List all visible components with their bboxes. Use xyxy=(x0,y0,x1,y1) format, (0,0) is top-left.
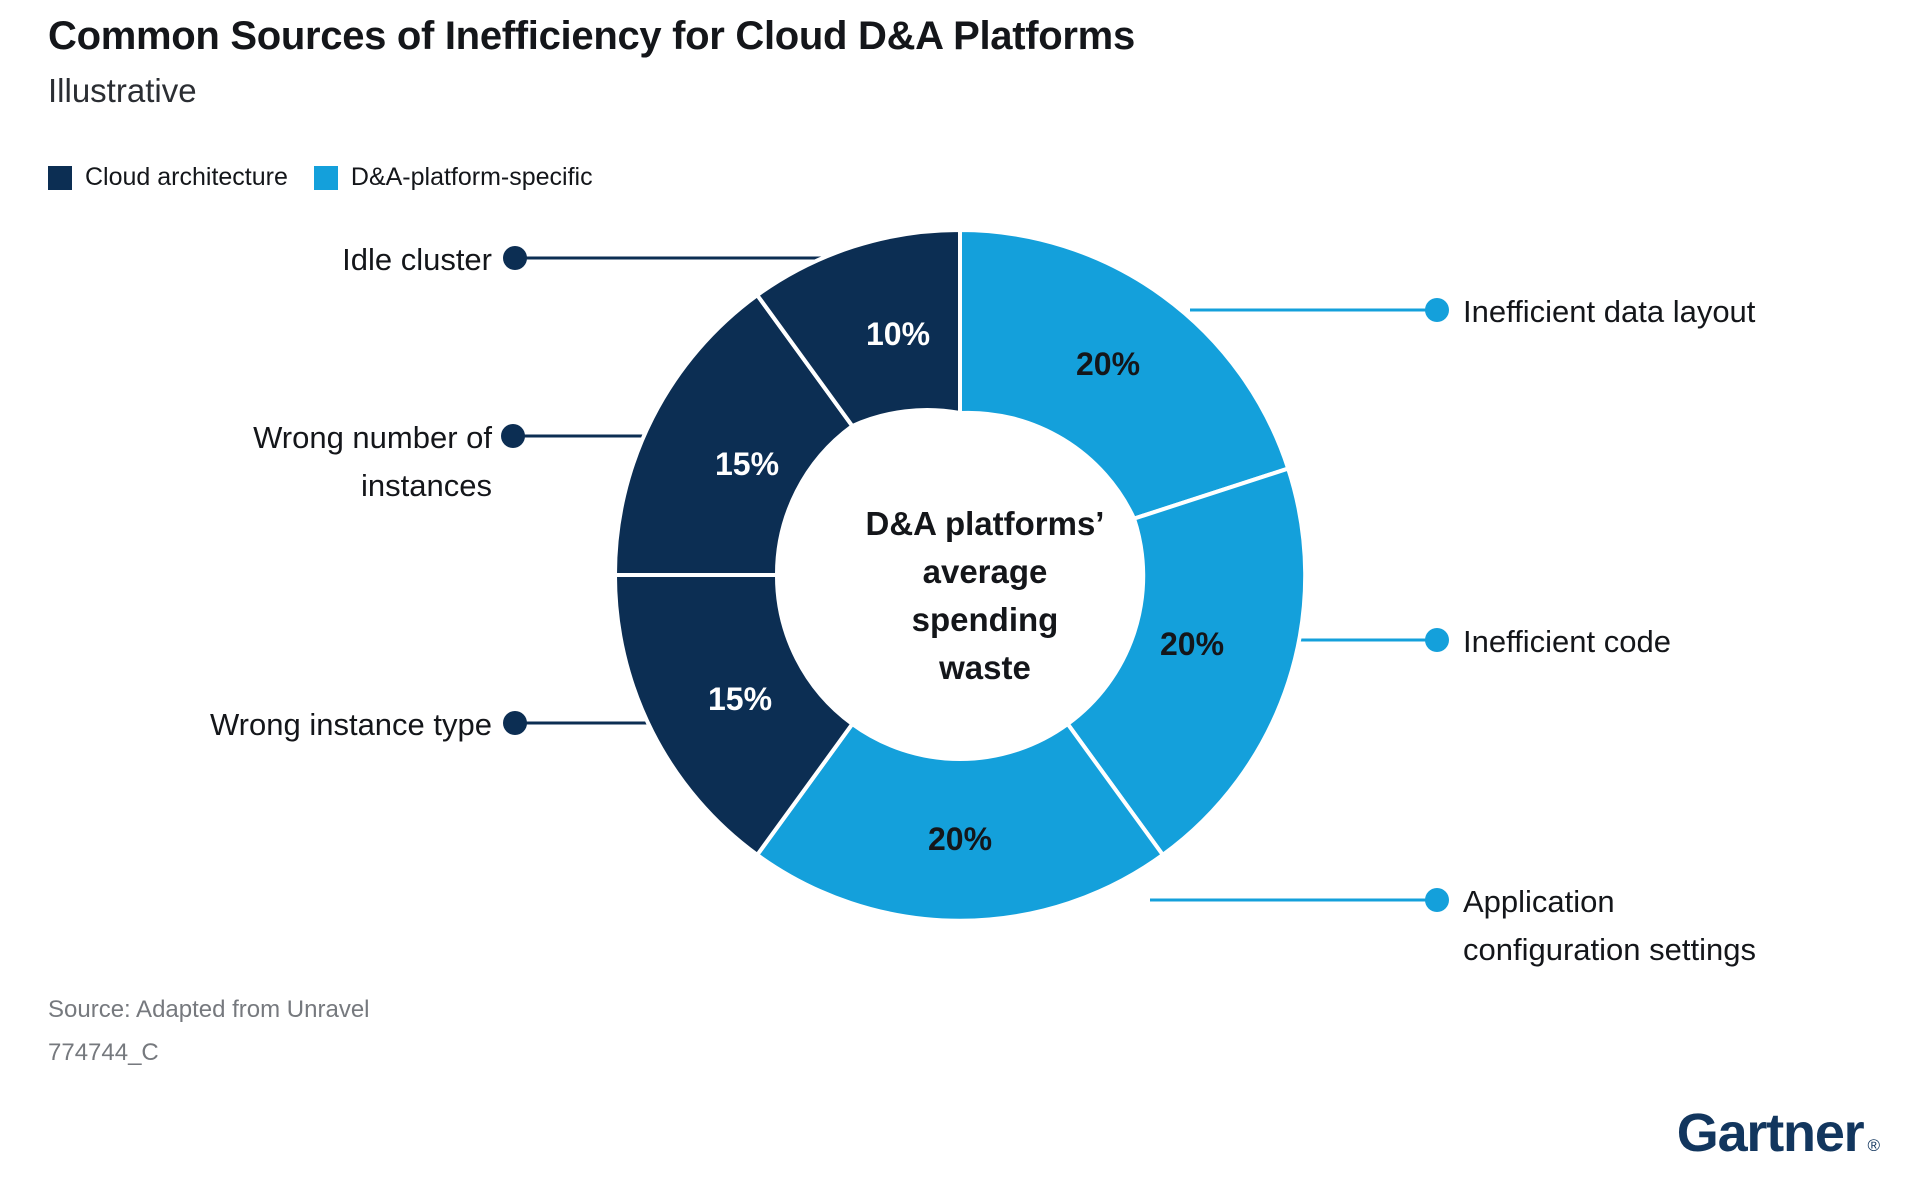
leader-dot-inefficient-code xyxy=(1425,628,1449,652)
leader-dot-inefficient-data-layout xyxy=(1425,298,1449,322)
slice-value-inefficient-code: 20% xyxy=(1160,626,1224,662)
center-label-line-2: average xyxy=(923,553,1048,590)
legend-swatch-icon xyxy=(48,165,72,190)
donut-slice-idle-cluster[interactable] xyxy=(754,227,962,429)
callout-label-idle-cluster: Idle cluster xyxy=(342,242,492,277)
page-subtitle: Illustrative xyxy=(48,72,197,109)
center-label-line-1: D&A platforms’ xyxy=(866,505,1105,542)
donut-slice-inefficient-data-layout[interactable] xyxy=(958,227,1291,522)
leader-dot-wrong-instance-type xyxy=(503,711,527,735)
slice-value-application-configuration-settings: 20% xyxy=(928,821,992,857)
slice-value-wrong-instance-type: 15% xyxy=(708,681,772,717)
gartner-wordmark: Gartner xyxy=(1676,1103,1865,1163)
slice-value-wrong-number-of-instances: 15% xyxy=(715,446,779,482)
legend-swatch-icon xyxy=(313,165,338,190)
leader-dot-wrong-number-of-instances xyxy=(501,424,525,448)
legend-item-cloud-architecture[interactable]: Cloud architecture xyxy=(48,163,288,192)
figure-id: 774744_C xyxy=(48,1039,159,1066)
gartner-logo: Gartner ® xyxy=(1677,1106,1880,1160)
donut-slices xyxy=(612,227,1308,923)
legend-item-da-platform-specific[interactable]: D&A-platform-specific xyxy=(313,163,593,192)
center-label-line-3: spending xyxy=(912,601,1059,638)
slice-value-idle-cluster: 10% xyxy=(866,316,930,352)
slice-value-inefficient-data-layout: 20% xyxy=(1076,346,1140,382)
donut-slice-inefficient-code[interactable] xyxy=(1064,466,1308,858)
chart-legend: Cloud architecture D&A-platform-specific xyxy=(48,163,593,192)
callout-leader-lines xyxy=(501,246,1449,912)
leader-dot-idle-cluster xyxy=(503,246,527,270)
callout-label-wrong-instance-type: Wrong instance type xyxy=(210,707,492,742)
donut-slice-wrong-instance-type[interactable] xyxy=(612,573,856,858)
donut-slice-wrong-number-of-instances[interactable] xyxy=(612,292,856,577)
donut-center-label: D&A platforms’ average spending waste xyxy=(866,505,1105,686)
callout-label-wrong-number-of-instances-line-1: Wrong number of xyxy=(253,420,492,455)
legend-item-label: D&A-platform-specific xyxy=(350,163,593,191)
center-label-line-4: waste xyxy=(938,649,1031,686)
source-note: Source: Adapted from Unravel xyxy=(48,996,370,1023)
callout-label-application-configuration-settings-line-1: Application xyxy=(1463,884,1615,919)
registered-trademark-icon: ® xyxy=(1867,1136,1880,1155)
donut-slice-value-labels: 20% 20% 20% 15% 15% 10% xyxy=(708,316,1224,857)
donut-slice-application-configuration-settings[interactable] xyxy=(754,721,1166,923)
callout-label-inefficient-code: Inefficient code xyxy=(1463,624,1671,659)
callout-label-application-configuration-settings-line-2: configuration settings xyxy=(1463,932,1756,967)
callout-labels: Idle cluster Wrong number of instances W… xyxy=(210,242,1756,967)
callout-label-wrong-number-of-instances-line-2: instances xyxy=(361,468,492,503)
legend-item-label: Cloud architecture xyxy=(85,163,288,191)
leader-dot-application-configuration-settings xyxy=(1425,888,1449,912)
callout-label-inefficient-data-layout: Inefficient data layout xyxy=(1463,294,1756,329)
page-title: Common Sources of Inefficiency for Cloud… xyxy=(48,14,1135,58)
